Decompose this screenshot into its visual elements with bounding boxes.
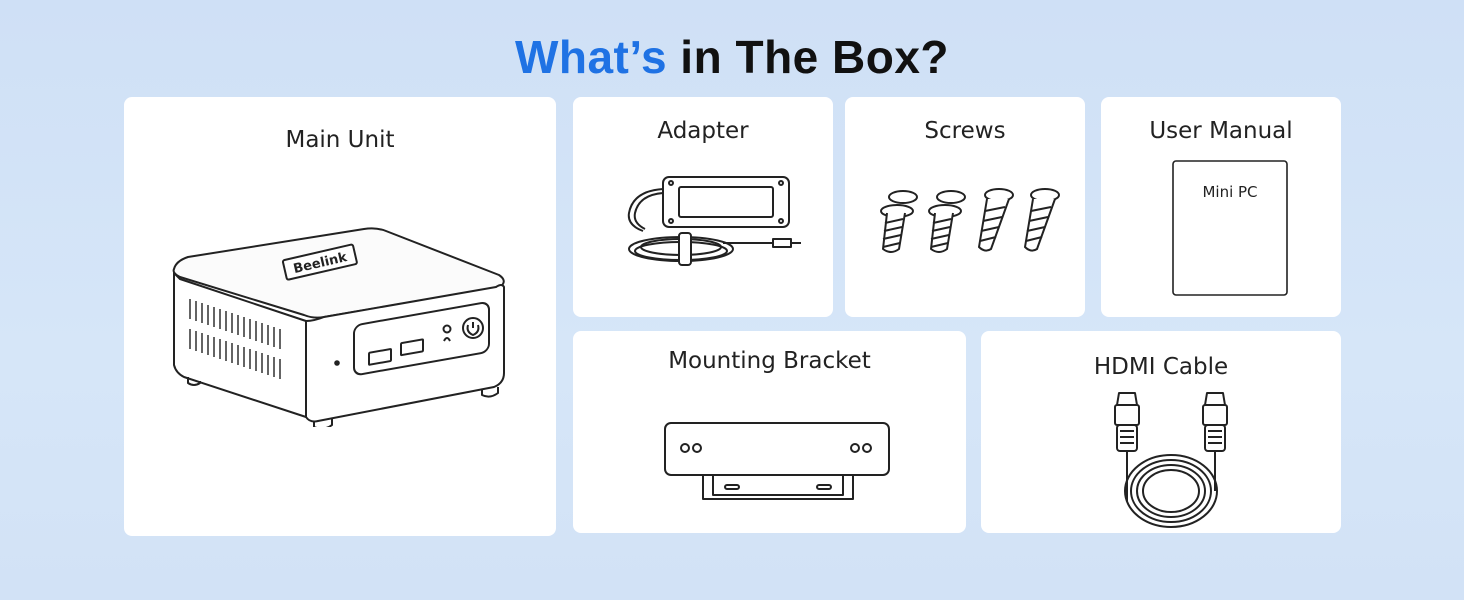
card-label: User Manual [1149, 118, 1293, 144]
manual-booklet-icon: Mini PC [1172, 160, 1288, 296]
screws-icon [880, 188, 1060, 253]
power-adapter-icon [627, 176, 801, 266]
title-accent: What’s [514, 31, 668, 83]
card-label: HDMI Cable [1093, 354, 1229, 380]
card-adapter: Adapter [573, 97, 833, 317]
manual-cover-text: Mini PC [1202, 183, 1257, 201]
card-main-unit: Main Unit Beelink [124, 97, 556, 536]
card-mounting-bracket: Mounting Bracket [573, 331, 966, 533]
card-label: Main Unit [285, 127, 395, 153]
card-hdmi-cable: HDMI Cable [981, 331, 1341, 533]
mounting-bracket-icon [664, 422, 890, 500]
title-rest: in The Box? [667, 31, 950, 83]
card-label: Mounting Bracket [668, 348, 871, 374]
card-user-manual: User Manual Mini PC [1101, 97, 1341, 317]
card-screws: Screws [845, 97, 1085, 317]
hdmi-cable-icon [1114, 392, 1228, 528]
card-label: Screws [924, 118, 1006, 144]
mini-pc-icon: Beelink [172, 227, 505, 427]
page-title: What’s in The Box? [0, 30, 1464, 84]
card-label: Adapter [657, 118, 749, 144]
